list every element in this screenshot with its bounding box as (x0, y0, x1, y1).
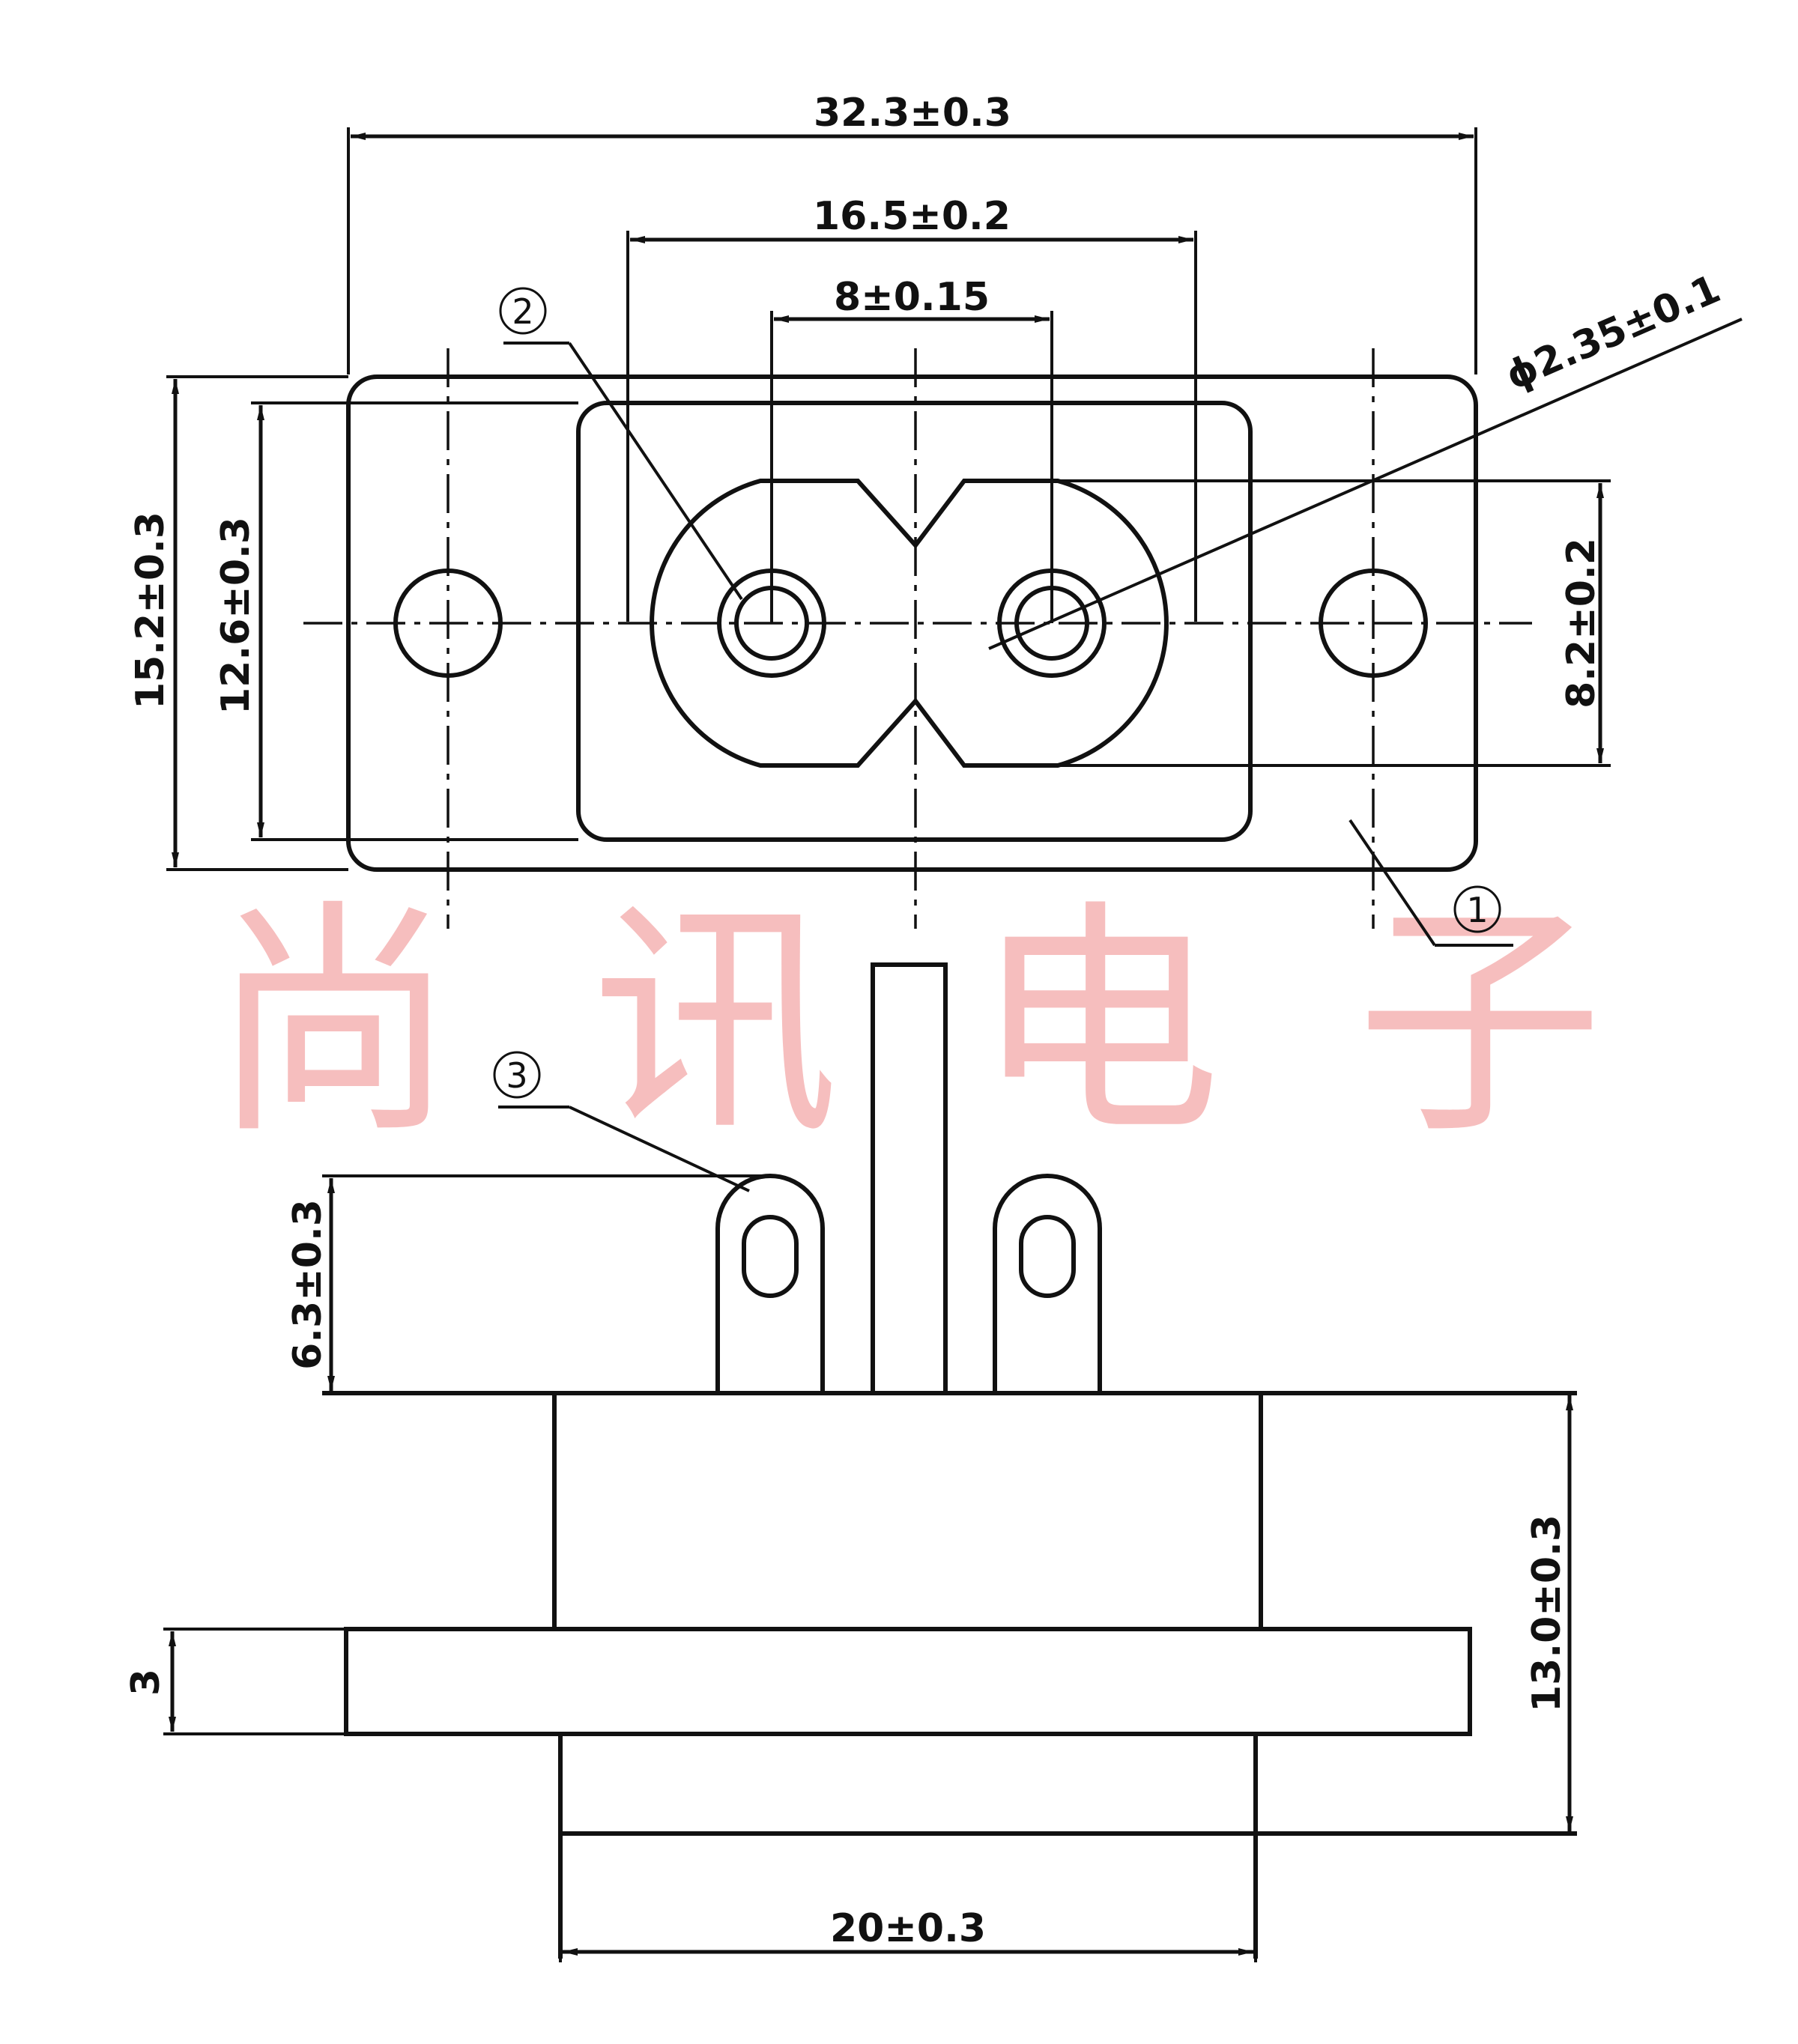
dim-overall-height: 15.2±0.3 (128, 375, 348, 871)
callout-2-label: 2 (512, 291, 533, 332)
callout-1: 1 (1348, 819, 1513, 947)
dim-pin-pitch: 8±0.15 (770, 275, 1053, 623)
callout-3-label: 3 (506, 1055, 527, 1096)
callout-3: 3 (493, 1051, 750, 1192)
outer-flange-outline (346, 374, 1478, 872)
dim-overall-width: 32.3±0.3 (347, 91, 1477, 374)
dim-pin-zone-height: 8.2±0.2 (1058, 479, 1611, 767)
dim-terminal-height: 6.3±0.3 (285, 1174, 770, 1391)
terminal-lug-left-slot (742, 1215, 799, 1298)
dim-inner-height: 12.6±0.3 (214, 401, 578, 841)
dim-pin-diameter: ϕ2.35±0.1 (988, 267, 1743, 650)
dim-inner-height-label: 12.6±0.3 (214, 517, 258, 715)
dim-terminal-height-label: 6.3±0.3 (285, 1199, 330, 1370)
dim-inner-width: 16.5±0.2 (626, 194, 1197, 622)
terminal-lug-left (715, 1174, 825, 1393)
ground-tab (871, 962, 948, 1395)
dim-inner-width-label: 16.5±0.2 (813, 194, 1011, 239)
front-view (303, 348, 1532, 929)
dim-body-depth: 13.0±0.3 (1525, 1395, 1573, 1831)
dim-pin-pitch-label: 8±0.15 (834, 275, 990, 320)
dim-body-width: 20±0.3 (559, 1834, 1257, 1962)
callout-2: 2 (499, 287, 743, 601)
terminal-lug-right-slot (1019, 1215, 1076, 1298)
dim-body-width-label: 20±0.3 (830, 1906, 986, 1951)
dim-body-depth-label: 13.0±0.3 (1525, 1514, 1570, 1712)
dim-flange-thickness-label: 3 (124, 1669, 169, 1696)
dim-pin-diameter-label: ϕ2.35±0.1 (1499, 267, 1727, 399)
callout-1-label: 1 (1466, 890, 1488, 930)
dim-overall-height-label: 15.2±0.3 (128, 512, 173, 709)
dim-pin-zone-height-label: 8.2±0.2 (1559, 538, 1604, 709)
flange (344, 1627, 1472, 1736)
terminal-lug-right (993, 1174, 1102, 1393)
dim-overall-width-label: 32.3±0.3 (814, 91, 1011, 136)
watermark: 尚讯电子 (210, 879, 1603, 1167)
dim-flange-thickness: 3 (124, 1628, 346, 1735)
